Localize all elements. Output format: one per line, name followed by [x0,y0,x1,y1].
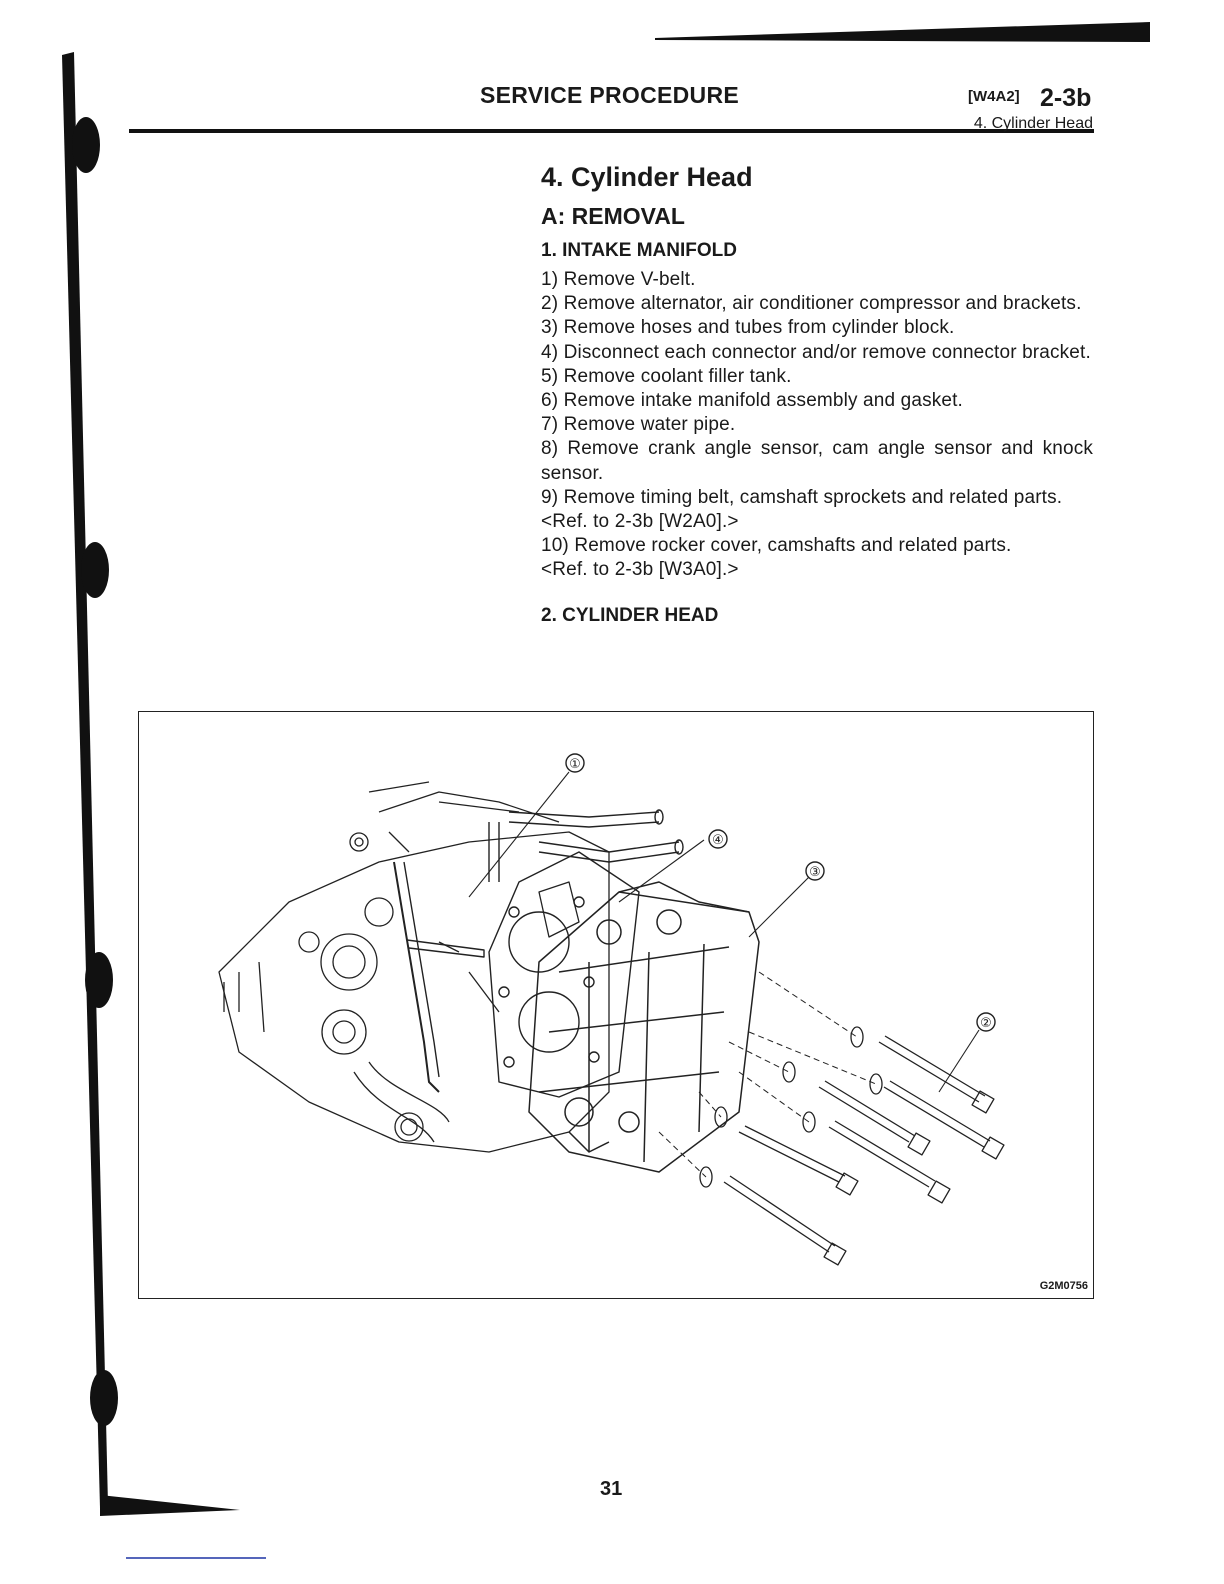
water-tubes [488,809,684,882]
callout-3: ③ [809,865,821,880]
step-item: 8) Remove crank angle sensor, cam angle … [541,438,1093,484]
cylinder-head-illustration: ① ④ ③ ② [218,753,1005,1266]
step-item: 3) Remove hoses and tubes from cylinder … [541,317,955,339]
reference-note: <Ref. to 2-3b [W3A0].> [541,559,739,581]
step-item: 7) Remove water pipe. [541,414,736,436]
header-subsection: 4. Cylinder Head [973,115,1093,132]
header-section: 2-3b [1040,84,1092,112]
cylinder-head-figure: ① ④ ③ ② G2M0756 [138,711,1094,1299]
page-number: 31 [600,1478,623,1500]
step-list: 1) Remove V-belt. 2) Remove alternator, … [541,268,1093,583]
section1-heading: 1. INTAKE MANIFOLD [541,240,737,261]
step-item: 1) Remove V-belt. [541,269,696,290]
section2-heading: 2. CYLINDER HEAD [541,604,719,626]
callout-leaders [468,771,980,1093]
oil-pipe [393,861,440,1093]
callout-4: ④ [712,833,724,848]
step-item: 9) Remove timing belt, camshaft sprocket… [541,486,1063,508]
content: 4. Cylinder Head A: REMOVAL 1. INTAKE MA… [541,162,1093,633]
header-title: SERVICE PROCEDURE [480,82,740,108]
step-item: 5) Remove coolant filler tank. [541,365,792,387]
step-item: 10) Remove rocker cover, camshafts and r… [541,535,1012,557]
step-item: 2) Remove alternator, air conditioner co… [541,293,1082,315]
reference-note: <Ref. to 2-3b [W2A0].> [541,511,739,533]
step-item: 6) Remove intake manifold assembly and g… [541,390,963,412]
engine-block [218,781,610,1153]
head-gasket [488,851,640,1098]
page-subtitle: A: REMOVAL [541,203,685,229]
callout-1: ① [569,757,581,772]
callout-markers [565,753,996,1032]
guide-lines [658,971,877,1178]
step-item: 4) Disconnect each connector and/or remo… [541,341,1091,363]
callout-2: ② [980,1016,992,1031]
cylinder-head [528,881,760,1173]
page-title: 4. Cylinder Head [541,162,753,192]
header-code: [W4A2] [968,88,1020,105]
head-bolts [699,1026,1005,1266]
figure-code: G2M0756 [1039,1280,1088,1292]
